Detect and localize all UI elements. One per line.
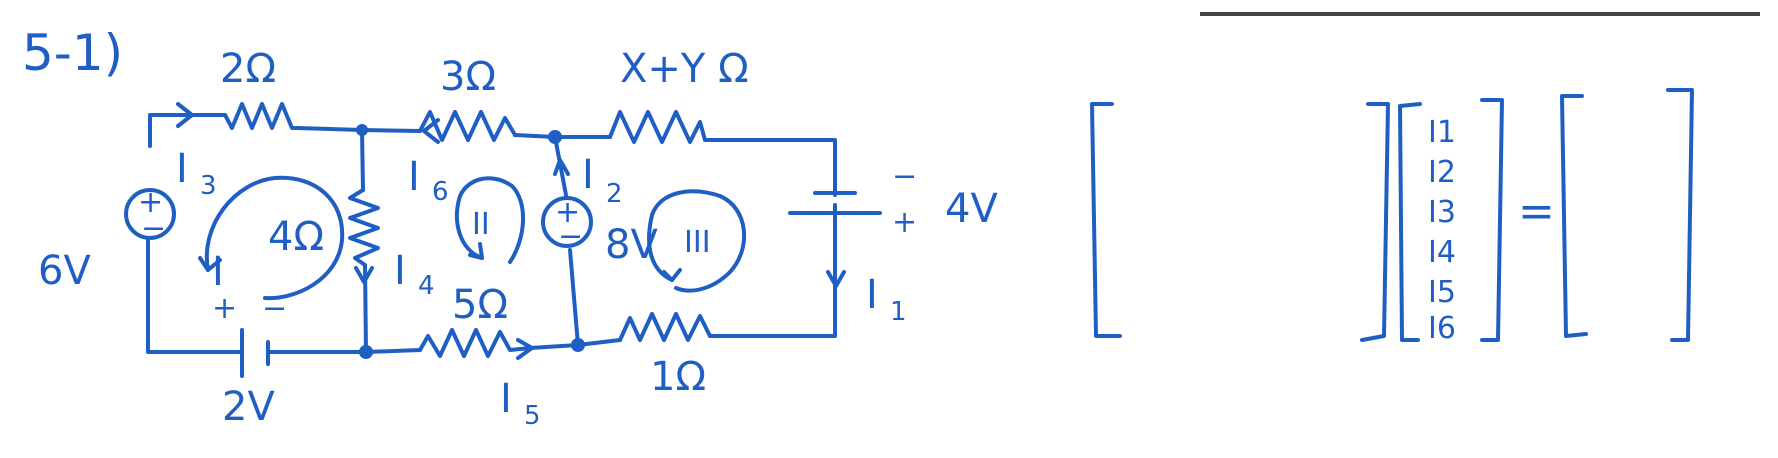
svg-text:4: 4: [418, 271, 435, 301]
svg-text:−: −: [892, 159, 917, 194]
loop-label-2: II: [472, 207, 490, 242]
coefficient-matrix-right-bracket: [1360, 102, 1390, 342]
unknown-i2: I2: [1428, 155, 1456, 190]
label-1ohm: 1Ω: [650, 354, 706, 400]
unknown-i5: I5: [1428, 275, 1456, 310]
svg-text:6: 6: [432, 177, 449, 207]
svg-text:3: 3: [200, 171, 217, 201]
svg-text:+: +: [555, 195, 580, 230]
label-2ohm: 2Ω: [220, 46, 276, 92]
unknown-i4: I4: [1428, 235, 1456, 270]
current-label-i1: I 1: [866, 272, 907, 327]
voltage-source-6v: + −: [124, 185, 176, 246]
loop-label-3: III: [684, 225, 711, 260]
svg-text:+: +: [212, 291, 237, 326]
svg-text:I: I: [582, 152, 594, 198]
unknown-i1: I1: [1428, 115, 1456, 150]
current-arrows: [176, 102, 846, 360]
label-4v: 4V: [945, 186, 998, 232]
unknown-vector-left-bracket: [1398, 102, 1422, 342]
label-4ohm: 4Ω: [268, 214, 324, 260]
resistor-1ohm: [618, 312, 712, 342]
svg-text:I: I: [176, 146, 188, 192]
rhs-vector-right-bracket: [1666, 88, 1694, 342]
svg-text:−: −: [141, 211, 166, 246]
resistor-2ohm: [223, 102, 300, 130]
current-label-i5: I 5: [500, 376, 541, 431]
svg-text:I: I: [408, 154, 420, 200]
svg-text:I: I: [500, 376, 512, 422]
voltage-source-8v: + −: [541, 195, 593, 254]
svg-text:+: +: [138, 185, 163, 220]
label-8v: 8V: [605, 222, 658, 268]
loop-label-1: I: [212, 249, 224, 295]
label-3ohm: 3Ω: [440, 54, 496, 100]
svg-text:I: I: [866, 272, 878, 318]
resistor-3ohm: [418, 110, 517, 142]
resistor-4ohm: [348, 188, 380, 267]
battery-4v: − +: [788, 159, 917, 240]
resistor-5ohm: [418, 328, 532, 358]
circuit-wires: [146, 113, 837, 354]
problem-label: 5-1): [22, 24, 123, 82]
current-label-i6: I 6: [408, 154, 449, 207]
label-5ohm: 5Ω: [452, 282, 508, 328]
svg-text:I: I: [394, 248, 406, 294]
current-label-i2: I 2: [582, 152, 623, 209]
label-6v: 6V: [38, 248, 91, 294]
coefficient-matrix-left-bracket: [1090, 102, 1122, 338]
resistor-xy-ohm: [608, 110, 707, 144]
svg-text:+: +: [892, 205, 917, 240]
mesh-loops: [198, 175, 747, 301]
unknown-vector-right-bracket: [1480, 98, 1504, 342]
label-2v: 2V: [222, 384, 275, 430]
equals-sign: =: [1518, 186, 1555, 237]
svg-text:2: 2: [606, 179, 623, 209]
current-label-i3: I 3: [176, 146, 217, 201]
svg-text:5: 5: [524, 401, 541, 431]
battery-2v: + −: [212, 291, 287, 378]
matrix-equation: I1 I2 I3 I4 I5 I6 =: [1090, 88, 1694, 346]
circuit-nodes: [356, 124, 585, 359]
rhs-vector-left-bracket: [1560, 94, 1588, 338]
current-label-i4: I 4: [394, 248, 435, 301]
unknown-i6: I6: [1428, 311, 1456, 346]
svg-text:−: −: [558, 219, 583, 254]
label-xy-ohm: X+Y Ω: [620, 46, 749, 92]
unknown-i3: I3: [1428, 195, 1456, 230]
svg-text:1: 1: [890, 297, 907, 327]
